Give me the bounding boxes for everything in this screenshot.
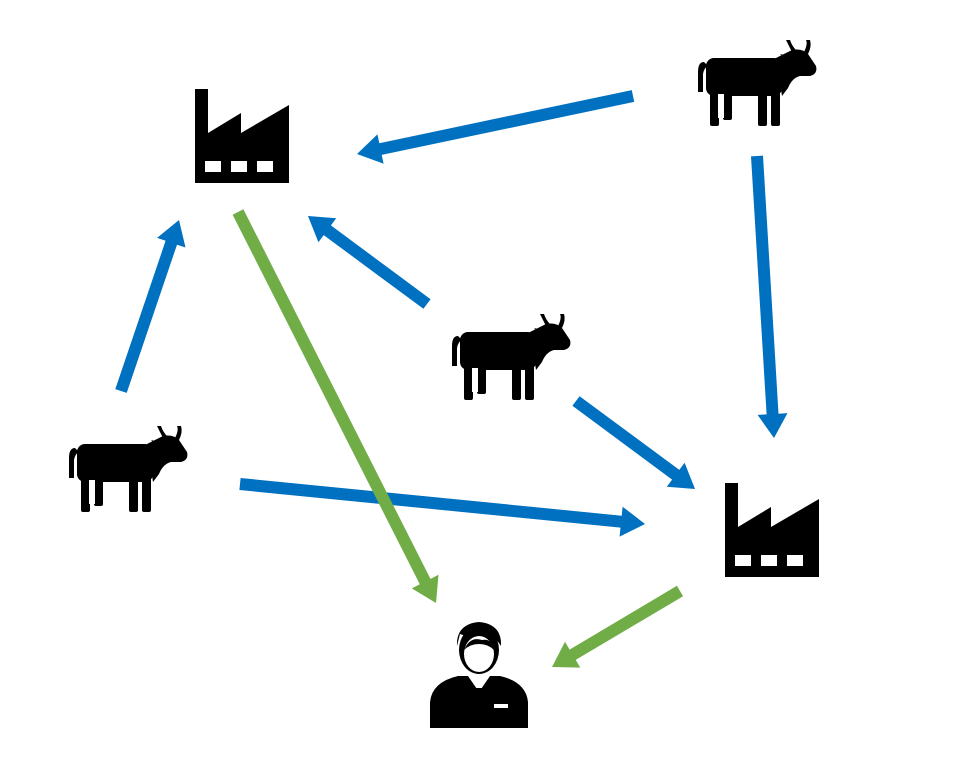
supply-arrow-cow-3-to-factory-2 xyxy=(751,155,788,438)
supply-arrow-cow-2-to-factory-1 xyxy=(308,216,431,309)
cow-icon xyxy=(698,40,817,126)
person-icon xyxy=(430,622,528,728)
supply-arrow-cow-3-to-factory-1 xyxy=(357,90,635,164)
cow-icon xyxy=(452,314,571,400)
factory-icon xyxy=(725,483,819,577)
cow-icon xyxy=(69,426,188,512)
delivery-arrow-factory-2-to-person-1 xyxy=(552,585,684,668)
nodes xyxy=(69,40,819,728)
connections xyxy=(115,90,788,668)
delivery-arrow-factory-1-to-person-1 xyxy=(232,209,439,604)
supply-arrow-cow-2-to-factory-2 xyxy=(572,396,695,489)
supply-arrow-cow-1-to-factory-2 xyxy=(239,478,645,537)
supply-arrow-cow-1-to-factory-1 xyxy=(115,220,186,393)
factory-icon xyxy=(195,89,289,183)
